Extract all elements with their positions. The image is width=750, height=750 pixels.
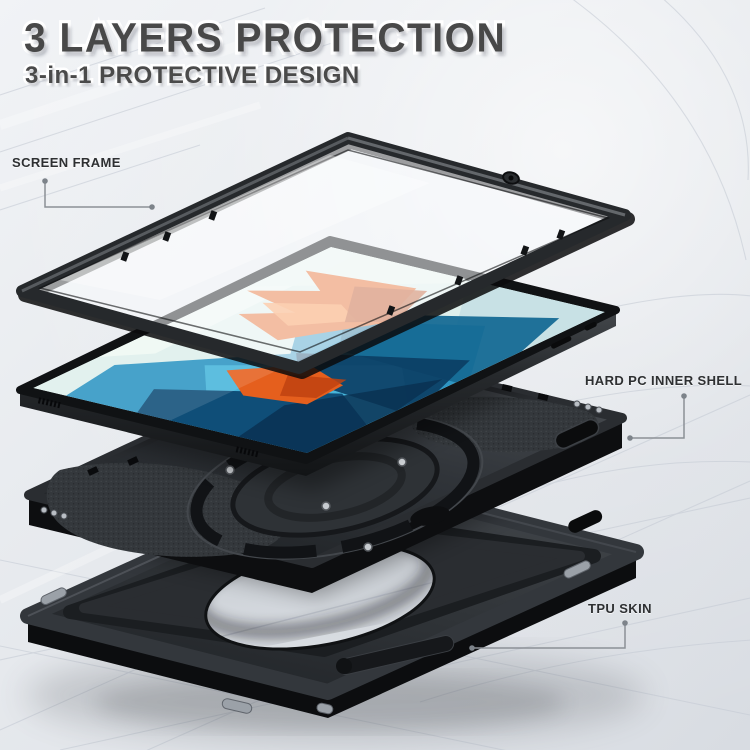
label-screen-frame: SCREEN FRAME <box>12 155 121 170</box>
callout-line-tpu <box>472 623 626 649</box>
tablet-speaker-grilles <box>37 397 259 458</box>
frame-edge-highlight-right <box>347 136 626 217</box>
frame-edge-highlight-left <box>21 136 349 293</box>
frame-window-sheen <box>60 155 430 300</box>
page-title: 3 LAYERS PROTECTION <box>21 13 508 64</box>
tpu-button-covers <box>40 560 591 715</box>
callout-dots <box>42 178 687 651</box>
callout-line-hard-pc <box>630 396 685 439</box>
tpu-pen-holder-cap <box>336 658 352 674</box>
callout-line-screen-frame <box>44 181 152 208</box>
tpu-side-wall <box>28 552 636 718</box>
tpu-pen-slot-opening <box>568 510 603 533</box>
screen-frame-layer <box>16 132 635 379</box>
tablet-side-buttons <box>551 321 597 349</box>
shell-grip-texture-left <box>46 462 288 557</box>
shell-pen-slot <box>554 418 600 450</box>
label-tpu-skin: TPU SKIN <box>588 601 652 616</box>
frame-inner-edge <box>37 149 611 353</box>
callout-lines <box>44 181 685 649</box>
shell-contact-pins <box>40 400 603 520</box>
label-hard-pc-inner-shell: HARD PC INNER SHELL <box>585 373 743 388</box>
frame-clips <box>120 210 566 316</box>
frame-camera-hole <box>502 171 520 185</box>
tablet-side-wall <box>20 310 616 476</box>
page-subtitle: 3-in-1 PROTECTIVE DESIGN <box>23 60 362 92</box>
